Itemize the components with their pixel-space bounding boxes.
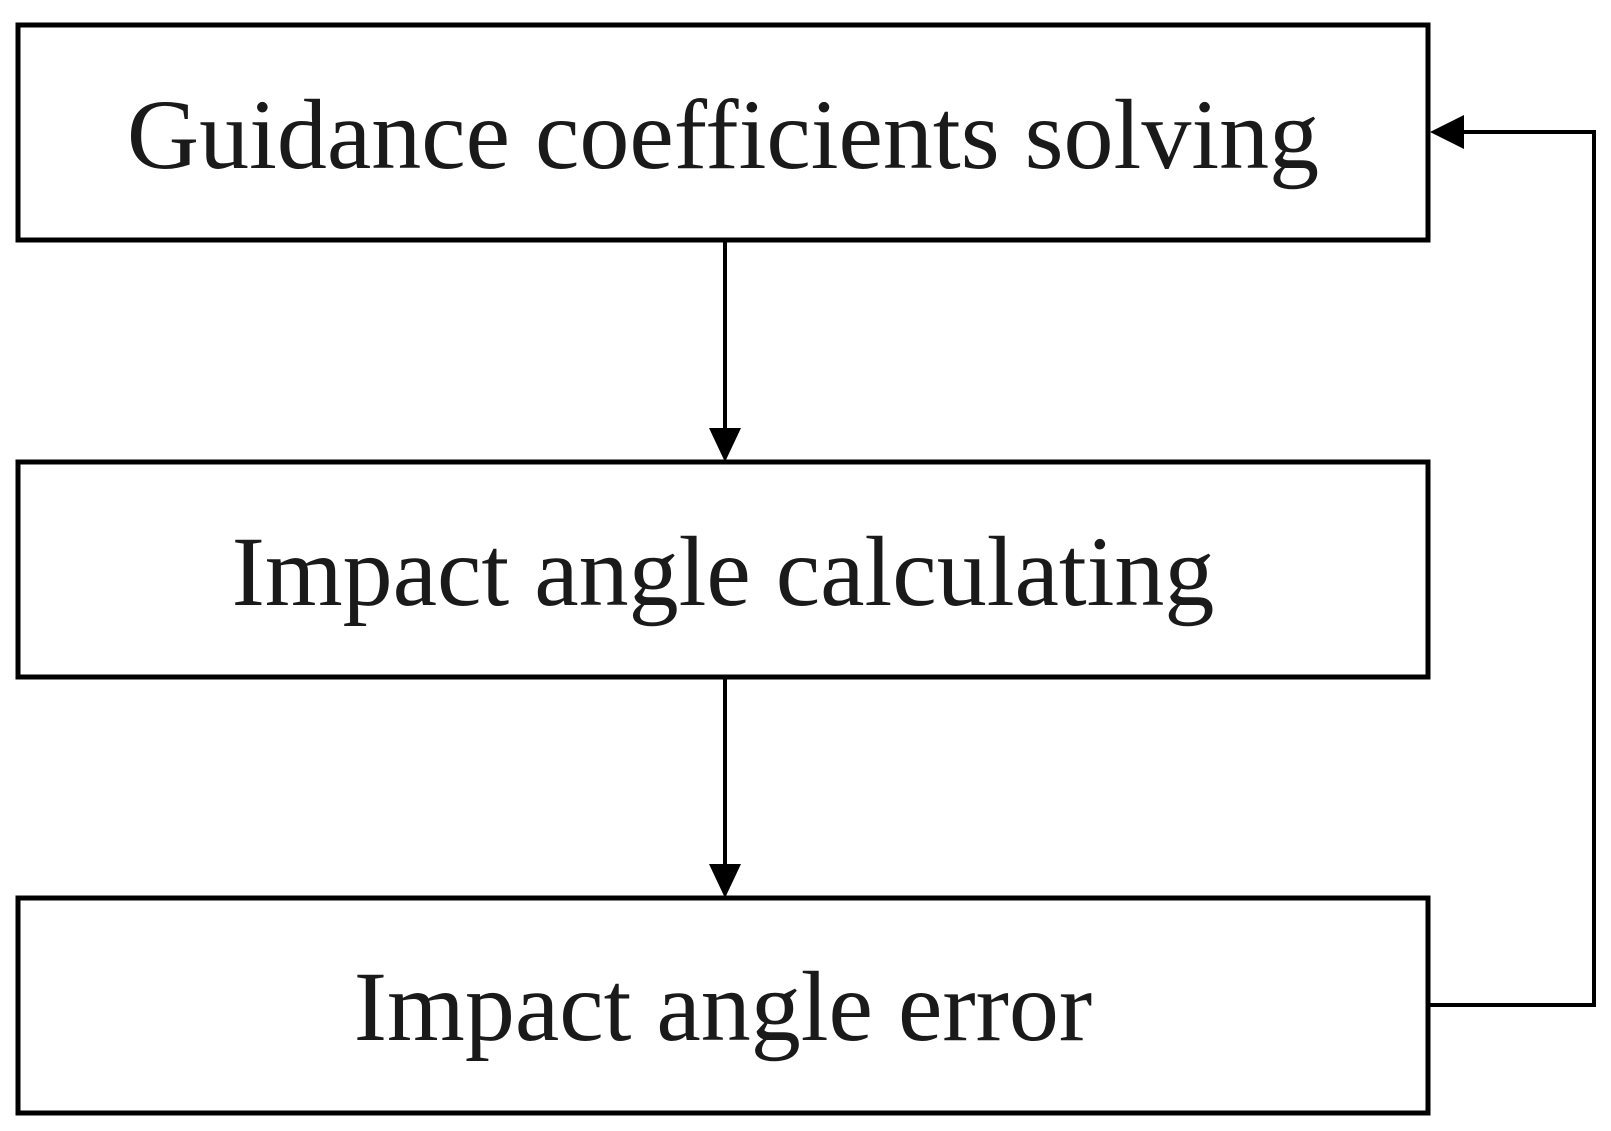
- node-box: [15, 895, 1431, 1116]
- node-guidance-coefficients-solving: Guidance coefficients solving: [15, 22, 1431, 243]
- arrowhead-down-icon: [709, 428, 741, 462]
- node-label: Impact angle calculating: [232, 516, 1215, 627]
- node-box: [15, 459, 1431, 680]
- arrowhead-down-icon: [709, 864, 741, 898]
- arrowhead-left-icon: [1430, 115, 1464, 149]
- node-impact-angle-error: Impact angle error: [15, 895, 1431, 1116]
- arrow-calc-to-error: [709, 677, 741, 898]
- feedback-arrow-error-to-coeff: [1428, 115, 1596, 1007]
- node-box: [15, 22, 1431, 243]
- arrow-coeff-to-calc: [709, 240, 741, 462]
- node-label: Impact angle error: [354, 951, 1092, 1062]
- feedback-line: [1428, 130, 1596, 1007]
- node-label: Guidance coefficients solving: [127, 79, 1319, 190]
- node-impact-angle-calculating: Impact angle calculating: [15, 459, 1431, 680]
